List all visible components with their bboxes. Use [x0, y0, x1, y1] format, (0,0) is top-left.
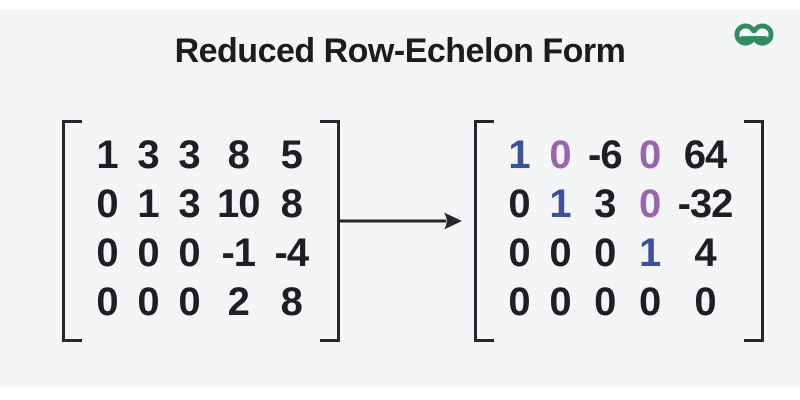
matrix-cell: -6 — [588, 132, 623, 177]
matrix-cell: 0 — [96, 181, 118, 226]
matrix-cell: 0 — [638, 132, 661, 177]
matrix-cell: 64 — [683, 132, 727, 177]
matrix-rref: 1 0 -6 0 64 0 1 3 0 -32 0 0 0 1 4 0 0 0 … — [474, 120, 765, 342]
matrix-cell: 0 — [508, 181, 530, 226]
matrix-original: 1 3 3 8 5 0 1 3 10 8 0 0 0 -1 -4 0 0 0 2… — [62, 120, 341, 342]
matrix-cell: 0 — [96, 279, 118, 324]
matrix-cell: 10 — [217, 181, 260, 226]
left-bracket — [62, 120, 82, 342]
matrix-cell: 0 — [137, 279, 159, 324]
matrix-cell: 2 — [227, 279, 250, 324]
matrix-cell: 0 — [178, 279, 200, 324]
matrix-cell: 3 — [178, 181, 200, 226]
matrix-original-grid: 1 3 3 8 5 0 1 3 10 8 0 0 0 -1 -4 0 0 0 2… — [82, 120, 320, 342]
right-bracket — [320, 120, 341, 342]
matrix-cell: 8 — [227, 132, 250, 177]
matrix-rref-grid: 1 0 -6 0 64 0 1 3 0 -32 0 0 0 1 4 0 0 0 … — [494, 120, 744, 342]
matrix-cell: 0 — [594, 279, 616, 324]
matrix-cell: 3 — [137, 132, 159, 177]
matrix-cell: 0 — [137, 230, 159, 275]
matrix-cell: 8 — [280, 181, 303, 226]
matrix-cell: 3 — [178, 132, 200, 177]
matrix-cell: 1 — [638, 230, 661, 275]
matrix-cell: 0 — [694, 279, 716, 324]
matrix-cell: -4 — [274, 230, 310, 275]
figure-background — [0, 10, 800, 387]
matrix-cell: 0 — [594, 230, 616, 275]
matrix-cell: 1 — [96, 132, 118, 177]
matrix-cell: 0 — [508, 279, 530, 324]
geeksforgeeks-logo-icon — [730, 20, 778, 54]
matrix-cell: 0 — [549, 279, 571, 324]
matrix-cell: 0 — [549, 230, 571, 275]
matrix-cell: 0 — [549, 132, 571, 177]
matrix-cell: 5 — [280, 132, 303, 177]
matrix-cell: -1 — [221, 230, 256, 275]
matrix-cell: 8 — [280, 279, 303, 324]
right-arrow-icon — [340, 212, 462, 230]
matrix-cell: 1 — [508, 132, 530, 177]
matrix-cell: 0 — [178, 230, 200, 275]
matrix-cell: 1 — [549, 181, 571, 226]
matrix-cell: 0 — [96, 230, 118, 275]
geeksforgeeks-logo-svg — [734, 23, 774, 46]
page-title: Reduced Row-Echelon Form — [174, 32, 626, 70]
matrix-cell: 0 — [638, 181, 661, 226]
matrix-cell: 0 — [508, 230, 530, 275]
matrix-cell: 3 — [594, 181, 616, 226]
matrix-cell: 4 — [694, 230, 716, 275]
matrix-cell: 1 — [137, 181, 159, 226]
matrix-cell: -32 — [677, 181, 734, 226]
right-bracket — [744, 120, 765, 342]
left-bracket — [474, 120, 494, 342]
matrix-cell: 0 — [638, 279, 661, 324]
